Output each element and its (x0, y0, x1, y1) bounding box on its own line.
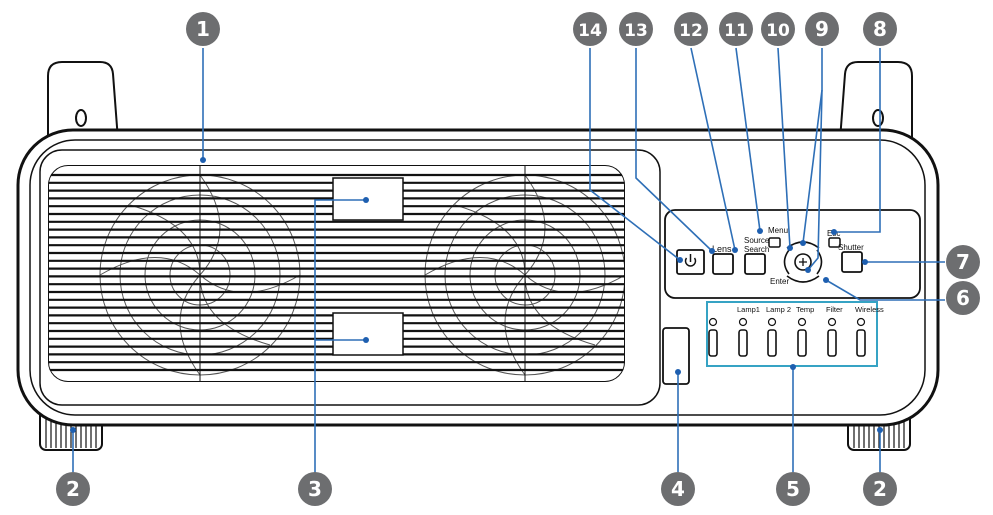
callout-number: 8 (873, 17, 887, 41)
leader-dot (363, 197, 369, 203)
callout-2: 2 (863, 472, 897, 506)
leader-line (690, 47, 736, 251)
indicator-lamp (827, 329, 837, 357)
leader-line (777, 47, 791, 249)
callout-8: 8 (863, 12, 897, 46)
callout-11: 11 (719, 12, 753, 46)
enter-button-label: Enter (770, 277, 789, 286)
callout-number: 2 (66, 477, 80, 501)
callout-number: 7 (956, 250, 970, 274)
remote-receiver (662, 327, 690, 385)
indicator-icon (827, 317, 837, 327)
callout-number: 14 (578, 21, 602, 41)
shutter-button[interactable] (841, 251, 863, 273)
indicator-lamp (797, 329, 807, 357)
indicator-label: Filter (826, 305, 843, 314)
indicator-label: Temp (796, 305, 814, 314)
shutter-button-label: Shutter (838, 243, 864, 252)
callout-10: 10 (761, 12, 795, 46)
indicator-lamp (767, 329, 777, 357)
indicator-icon (856, 317, 866, 327)
callout-number: 6 (956, 286, 970, 310)
leader-dot (757, 228, 763, 234)
callout-dots (70, 157, 883, 433)
leader-dot (709, 248, 715, 254)
indicators: Lamp1 Lamp 2 Temp Filter Wireless (708, 305, 884, 357)
leader-dot (823, 277, 829, 283)
leader-line (735, 47, 761, 232)
leader-dot (877, 427, 883, 433)
leader-dot (677, 257, 683, 263)
indicator-lamp (856, 329, 866, 357)
leader-line (825, 279, 945, 301)
callout-number: 13 (624, 21, 648, 41)
leader-line (834, 48, 881, 233)
indicator-lamp (708, 329, 718, 357)
leader-dot (675, 369, 681, 375)
indicator-panel (706, 301, 878, 367)
source-search-button[interactable] (744, 253, 766, 275)
indicator-label: Wireless (855, 305, 884, 314)
callout-4: 4 (661, 472, 695, 506)
callout-14: 14 (573, 12, 607, 46)
top-handle-left (47, 61, 120, 142)
callout-2: 2 (56, 472, 90, 506)
power-icon (684, 254, 697, 267)
callout-13: 13 (619, 12, 653, 46)
callout-number: 1 (196, 17, 210, 41)
leader-dot (862, 259, 868, 265)
callout-number: 3 (308, 477, 322, 501)
callout-6: 6 (946, 281, 980, 315)
callout-12: 12 (674, 12, 708, 46)
leader-dot (805, 267, 811, 273)
indicator-icon (708, 317, 718, 327)
callout-7: 7 (946, 245, 980, 279)
leader-dot (831, 229, 837, 235)
indicator-icon (797, 317, 807, 327)
indicator-label: Lamp1 (737, 305, 760, 314)
source-search-label-1: Source (744, 236, 770, 245)
leader-dot (363, 337, 369, 343)
leader-dot (800, 240, 806, 246)
callout-1: 1 (186, 12, 220, 46)
callout-9: 9 (805, 12, 839, 46)
callout-3: 3 (298, 472, 332, 506)
menu-button-label: Menu (768, 226, 788, 235)
leader-dot (732, 247, 738, 253)
leader-dot (790, 364, 796, 370)
callout-leaders (72, 47, 945, 487)
vent-label-areas (332, 177, 404, 356)
leader-line (589, 48, 681, 261)
lens-button[interactable] (712, 253, 734, 275)
source-search-label-2: Search (744, 245, 769, 254)
leader-line (807, 89, 823, 271)
indicator-label: Lamp 2 (766, 305, 791, 314)
menu-button[interactable] (768, 237, 781, 248)
indicator-lamp (738, 329, 748, 357)
callout-5: 5 (776, 472, 810, 506)
top-handle-right (838, 61, 913, 142)
callout-number: 11 (724, 21, 748, 41)
indicator-icon (767, 317, 777, 327)
leader-dot (200, 157, 206, 163)
indicator-icon (738, 317, 748, 327)
lens-button-label: Lens (712, 244, 732, 254)
esc-button[interactable] (828, 237, 841, 248)
callout-number: 9 (815, 17, 829, 41)
leader-line (314, 199, 366, 487)
callout-number: 10 (766, 21, 790, 41)
callout-number: 12 (679, 21, 703, 41)
leader-dot (70, 427, 76, 433)
leader-line (635, 48, 713, 252)
callout-number: 5 (786, 477, 800, 501)
control-panel: Lens Source Search Menu Enter Esc Shutte… (664, 209, 921, 299)
leader-dot (787, 245, 793, 251)
callout-number: 2 (873, 477, 887, 501)
callout-number: 4 (671, 477, 685, 501)
